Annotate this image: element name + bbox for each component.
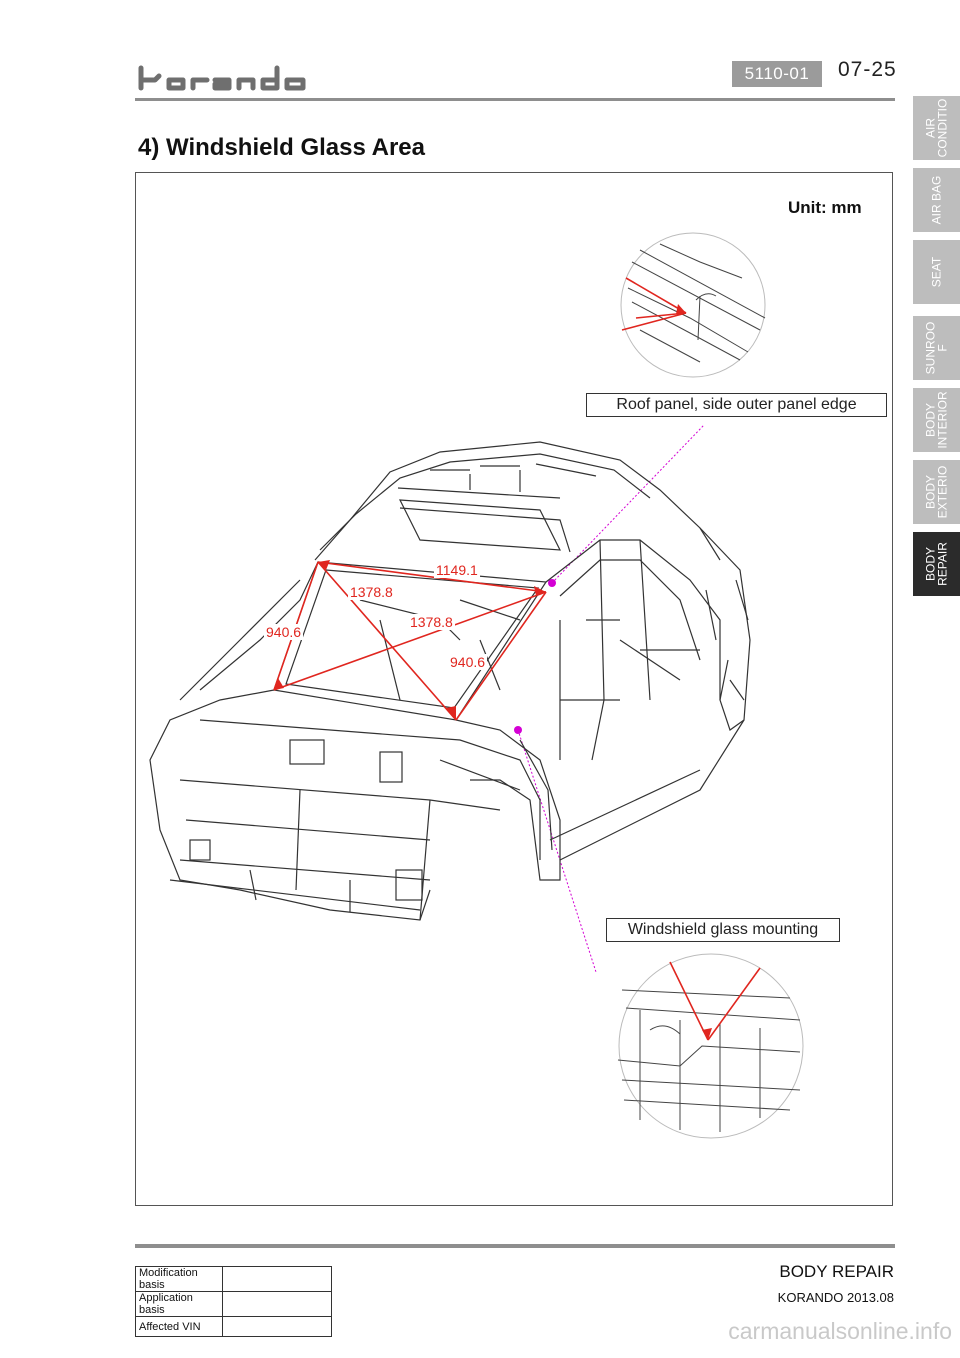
modification-table: Modification basis Application basis Aff… xyxy=(135,1266,332,1337)
dimension-side-right: 940.6 xyxy=(448,654,488,670)
section-code-badge: 5110-01 xyxy=(732,61,822,87)
page-number: 07-25 xyxy=(838,58,897,81)
table-row: Application basis xyxy=(135,1291,332,1317)
tab-seat[interactable]: SEAT xyxy=(913,240,960,304)
footer-edition: KORANDO 2013.08 xyxy=(777,1290,894,1305)
tab-body-exterior[interactable]: BODY EXTERIO xyxy=(913,460,960,524)
footer-rule xyxy=(135,1244,895,1248)
table-row: Affected VIN xyxy=(135,1316,332,1337)
page-title: 4) Windshield Glass Area xyxy=(138,134,425,161)
korando-logo xyxy=(138,65,306,91)
dimension-diagonal-left: 1378.8 xyxy=(348,584,395,600)
tab-sunroof[interactable]: SUNROO F xyxy=(913,316,960,380)
tab-body-repair[interactable]: BODY REPAIR xyxy=(913,532,960,596)
row-value xyxy=(222,1291,332,1317)
dimension-arrowheads xyxy=(274,560,546,720)
dimension-lines xyxy=(273,561,547,721)
row-label: Modification basis xyxy=(135,1266,223,1292)
tab-air-conditioning[interactable]: AIR CONDITIO xyxy=(913,96,960,160)
dimension-side-left: 940.6 xyxy=(264,624,304,640)
windshield-detail-inset xyxy=(617,953,804,1139)
row-value xyxy=(222,1266,332,1292)
footer-section-name: BODY REPAIR xyxy=(779,1262,894,1281)
header-rule xyxy=(135,98,895,101)
leader-lines xyxy=(517,424,705,973)
dimension-top-width: 1149.1 xyxy=(434,562,480,578)
dimension-diagonal-right: 1378.8 xyxy=(408,614,455,630)
roof-detail-inset xyxy=(620,232,766,378)
row-label: Affected VIN xyxy=(135,1316,223,1337)
roof-edge-callout: Roof panel, side outer panel edge xyxy=(586,393,887,417)
windshield-mounting-callout: Windshield glass mounting xyxy=(606,918,840,942)
row-value xyxy=(222,1316,332,1337)
row-label: Application basis xyxy=(135,1291,223,1317)
unit-label: Unit: mm xyxy=(788,198,862,217)
table-row: Modification basis xyxy=(135,1266,332,1292)
car-body-lineart xyxy=(149,441,751,921)
tab-air-bag[interactable]: AIR BAG xyxy=(913,168,960,232)
tab-body-interior[interactable]: BODY INTERIOR xyxy=(913,388,960,452)
watermark: carmanualsonline.info xyxy=(728,1318,952,1344)
